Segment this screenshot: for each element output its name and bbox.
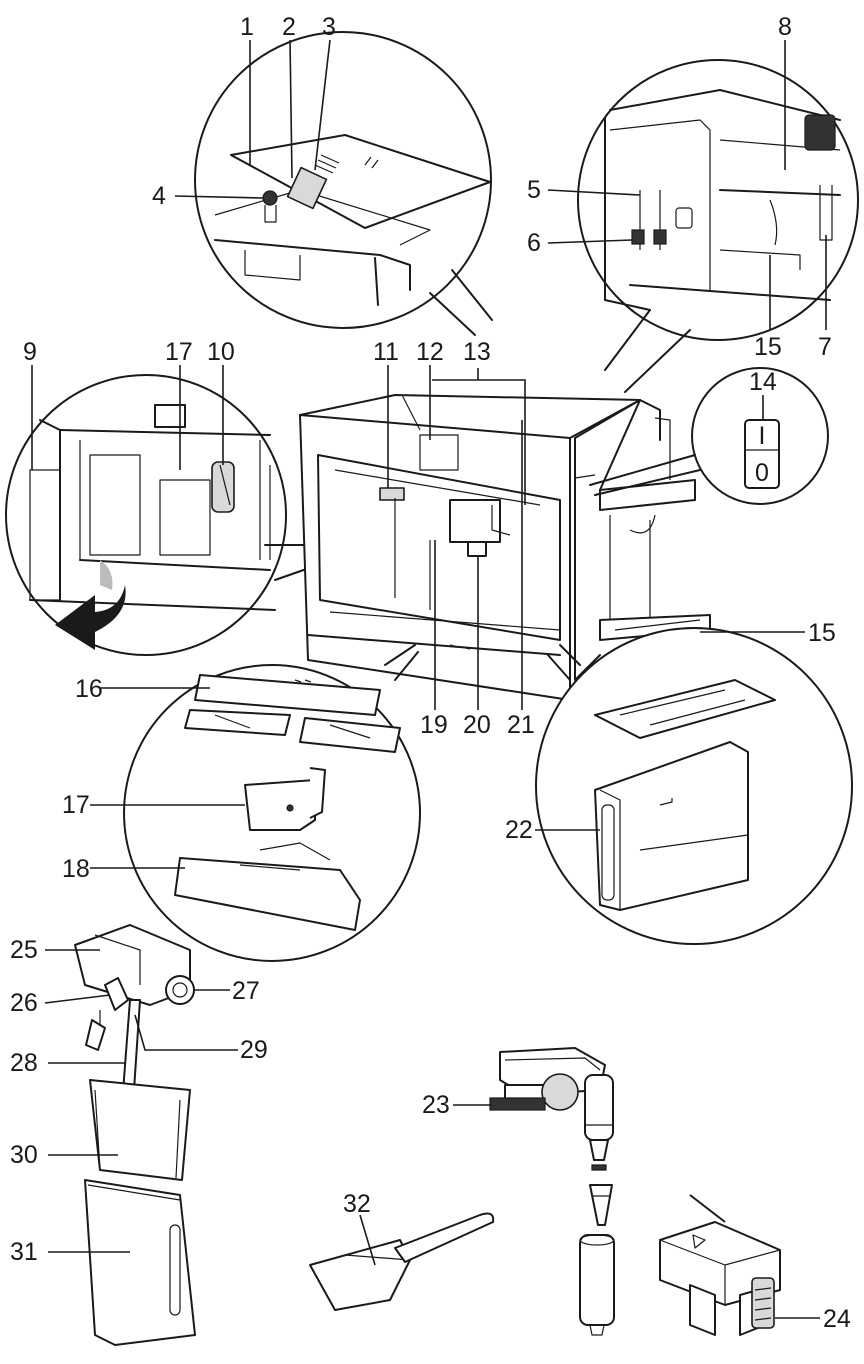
label-22: 22 [505,816,533,844]
label-6: 6 [527,229,541,257]
frother-assembly [489,1047,615,1336]
label-9: 9 [23,338,37,366]
detail-circle-drip-tray [123,644,421,962]
label-32: 32 [343,1190,371,1218]
detail-circle-top [194,31,493,336]
detail-circle-left [5,374,376,656]
label-15-side: 15 [808,619,836,647]
label-13: 13 [463,338,491,366]
label-15-top: 15 [754,333,782,361]
part-number-labels: 1 2 3 4 5 6 7 8 9 17 10 11 12 13 14 15 1… [10,13,851,1333]
switch-off-mark: 0 [755,459,769,487]
cleaning-cartridge [659,1194,781,1336]
label-7: 7 [818,333,832,361]
measuring-scoop [309,1212,495,1311]
detail-circle-top-right [577,59,859,393]
label-20: 20 [463,711,491,739]
label-10: 10 [207,338,235,366]
label-21: 21 [507,711,535,739]
label-19: 19 [420,711,448,739]
power-switch-detail: I 0 [589,367,829,505]
leader-lines [31,39,827,1319]
label-2: 2 [282,13,296,41]
label-30: 30 [10,1141,38,1169]
switch-on-mark: I [759,422,766,450]
label-23: 23 [422,1091,450,1119]
label-8: 8 [778,13,792,41]
detail-circle-water-tank [535,627,853,945]
power-switch-icon [744,419,780,489]
label-26: 26 [10,989,38,1017]
label-25: 25 [10,936,38,964]
label-17-bottom: 17 [62,791,90,819]
label-17-left: 17 [165,338,193,366]
label-16: 16 [75,675,103,703]
label-27: 27 [232,977,260,1005]
label-4: 4 [152,182,166,210]
label-12: 12 [416,338,444,366]
label-3: 3 [322,13,336,41]
label-24: 24 [823,1305,851,1333]
label-1: 1 [240,13,254,41]
label-5: 5 [527,176,541,204]
label-28: 28 [10,1049,38,1077]
label-31: 31 [10,1238,38,1266]
label-18: 18 [62,855,90,883]
label-29: 29 [240,1036,268,1064]
milk-container [74,924,196,1346]
label-14: 14 [749,368,777,396]
label-11: 11 [373,338,399,366]
